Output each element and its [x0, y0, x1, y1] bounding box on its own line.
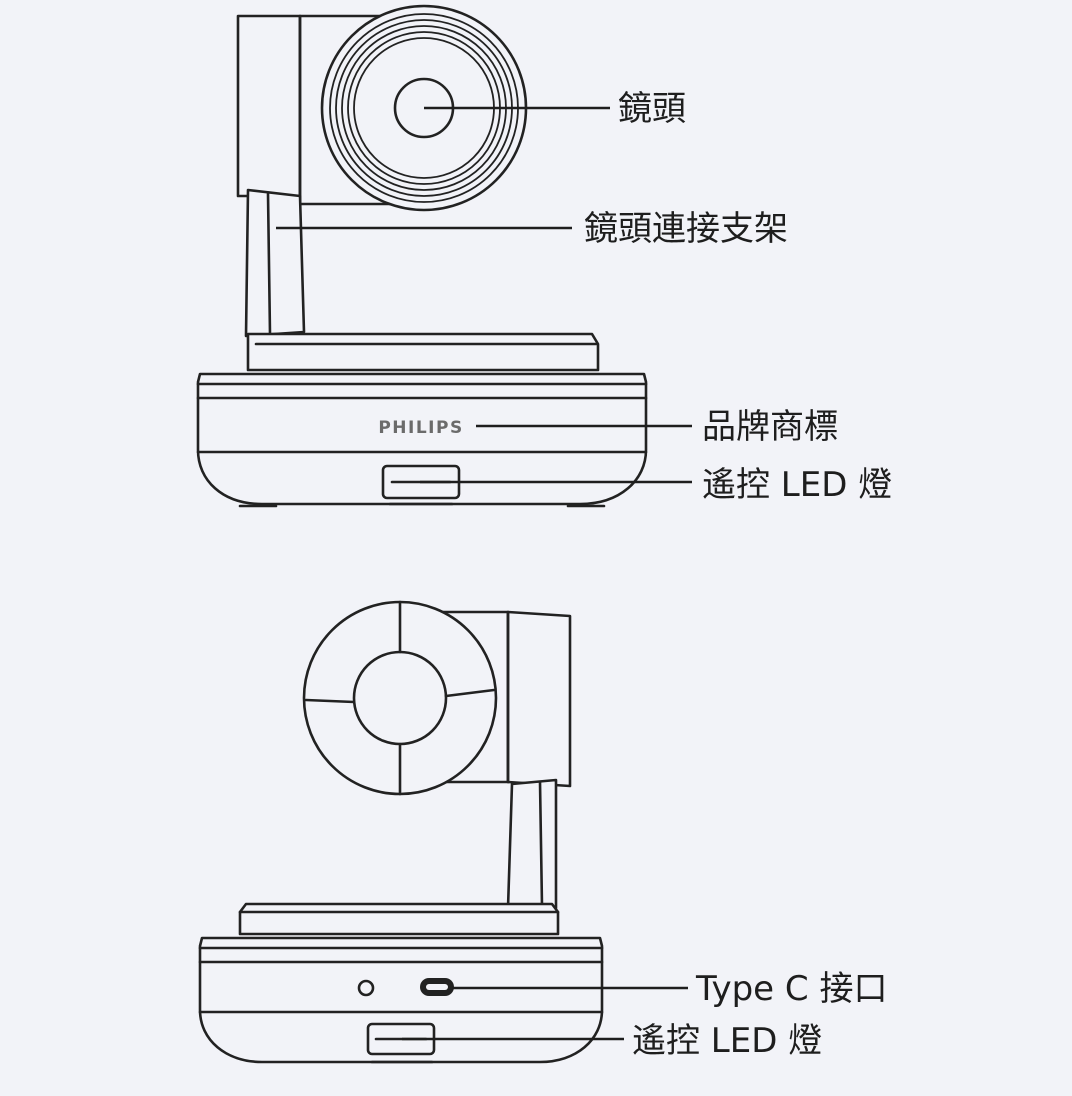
label-back-remote-led: 遙控 LED 燈 — [632, 1021, 822, 1061]
back-base-top — [238, 902, 560, 936]
label-lens-bracket: 鏡頭連接支架 — [584, 209, 788, 249]
audio-jack — [357, 979, 375, 997]
back-base — [198, 936, 604, 1064]
back-lens-cover — [302, 600, 498, 796]
label-front-remote-led: 遙控 LED 燈 — [702, 465, 892, 505]
back-view: Type C 接口 遙控 LED 燈 — [198, 600, 887, 1064]
brand-logo-text: PHILIPS — [378, 418, 463, 438]
front-base — [196, 372, 648, 508]
label-lens: 鏡頭 — [618, 89, 686, 129]
back-lens-bracket — [506, 778, 558, 910]
type-c-port — [420, 978, 454, 996]
front-base-top — [246, 332, 600, 372]
label-brand-logo: 品牌商標 — [702, 407, 838, 447]
front-view: PHILIPS 鏡頭 鏡頭連接支架 品牌商標 遙控 LED 燈 — [196, 4, 892, 508]
front-lens-bracket — [244, 188, 306, 338]
label-type-c-port: Type C 接口 — [695, 969, 887, 1009]
